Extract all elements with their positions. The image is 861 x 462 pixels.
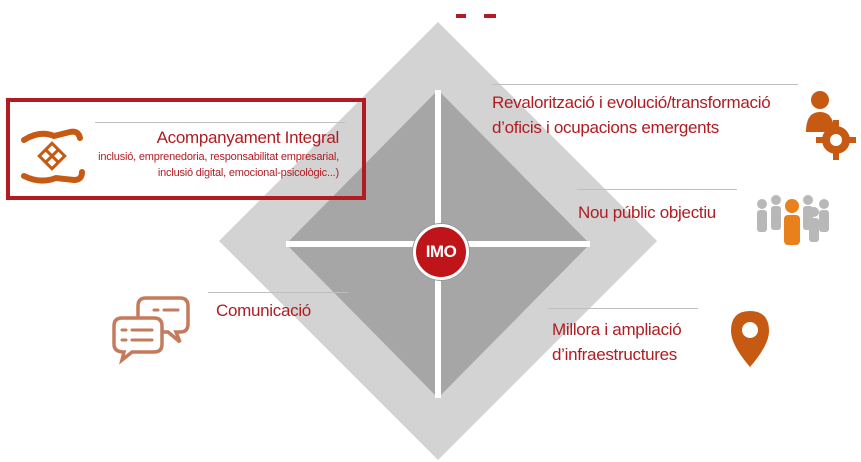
label-acompanyament-subtitle-2: inclusió digital, emocional-psicològic..… (157, 167, 339, 179)
separator-comunicacio (208, 292, 348, 293)
worker-gear-icon (798, 88, 858, 167)
top-accent-fragment (456, 14, 466, 18)
separator-revaloritzacio (492, 84, 798, 85)
people-group-icon (752, 190, 838, 261)
label-revaloritzacio-1: Revalorització i evolució/transformació (492, 93, 771, 112)
label-millora-2: d’infraestructures (552, 345, 677, 364)
label-acompanyament-subtitle-1: inclusió, emprenedoria, responsabilitat … (98, 151, 339, 163)
label-acompanyament-title: Acompanyament Integral (156, 128, 340, 147)
separator-nou-public (577, 189, 737, 190)
label-nou-public: Nou públic objectiu (578, 203, 716, 222)
separator-millora (548, 308, 698, 309)
label-comunicacio: Comunicació (216, 301, 311, 320)
imo-center-badge: IMO (413, 224, 469, 280)
handshake-icon (20, 120, 86, 195)
label-revaloritzacio-2: d’oficis i ocupacions emergents (492, 118, 719, 137)
location-pin-icon (727, 309, 773, 374)
separator-acompanyament (95, 122, 345, 123)
chat-bubbles-icon (110, 290, 194, 371)
label-millora-1: Millora i ampliació (552, 320, 682, 339)
highlight-box-acompanyament (6, 98, 366, 200)
